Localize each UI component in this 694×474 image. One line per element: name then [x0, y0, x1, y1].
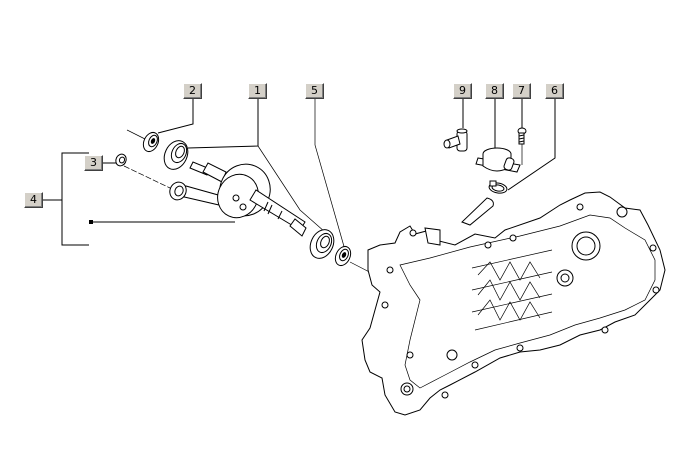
part-bearing-1-right[interactable]: [306, 226, 339, 262]
part-screw-7[interactable]: [517, 127, 527, 145]
axis-line: [123, 165, 171, 189]
leader-line-5: [314, 99, 346, 251]
part-hose: [461, 197, 494, 226]
crankcase-ribs: [471, 249, 553, 331]
leader-lines: [43, 99, 556, 281]
part-hose-clamp-6[interactable]: [488, 180, 508, 194]
part-oil-seal-5[interactable]: [332, 244, 353, 268]
part-union-9[interactable]: [443, 128, 468, 152]
callout-8[interactable]: 8: [485, 83, 504, 99]
callout-4[interactable]: 4: [24, 192, 43, 208]
leader-line-1b: [257, 145, 326, 233]
part-bearing-1-left[interactable]: [160, 137, 193, 173]
axis-line: [126, 129, 146, 140]
part-crankshaft-4[interactable]: [167, 156, 307, 237]
leader-line-1: [187, 99, 259, 149]
callout-1[interactable]: 1: [248, 83, 267, 99]
callout-7[interactable]: 7: [512, 83, 531, 99]
callout-2[interactable]: 2: [183, 83, 202, 99]
part-oil-seal-2[interactable]: [140, 130, 161, 154]
callout-3[interactable]: 3: [84, 155, 103, 171]
callout-9[interactable]: 9: [453, 83, 472, 99]
leader-line-6: [507, 99, 556, 191]
part-small-bearing-3[interactable]: [114, 152, 128, 167]
leader-line-2: [157, 99, 194, 134]
callout-5[interactable]: 5: [305, 83, 324, 99]
part-reed-valve-8[interactable]: [475, 147, 521, 173]
part-crankcase[interactable]: [361, 191, 666, 416]
callout-6[interactable]: 6: [545, 83, 564, 99]
leader-dot: [89, 220, 93, 224]
bracket-4: [61, 152, 89, 246]
